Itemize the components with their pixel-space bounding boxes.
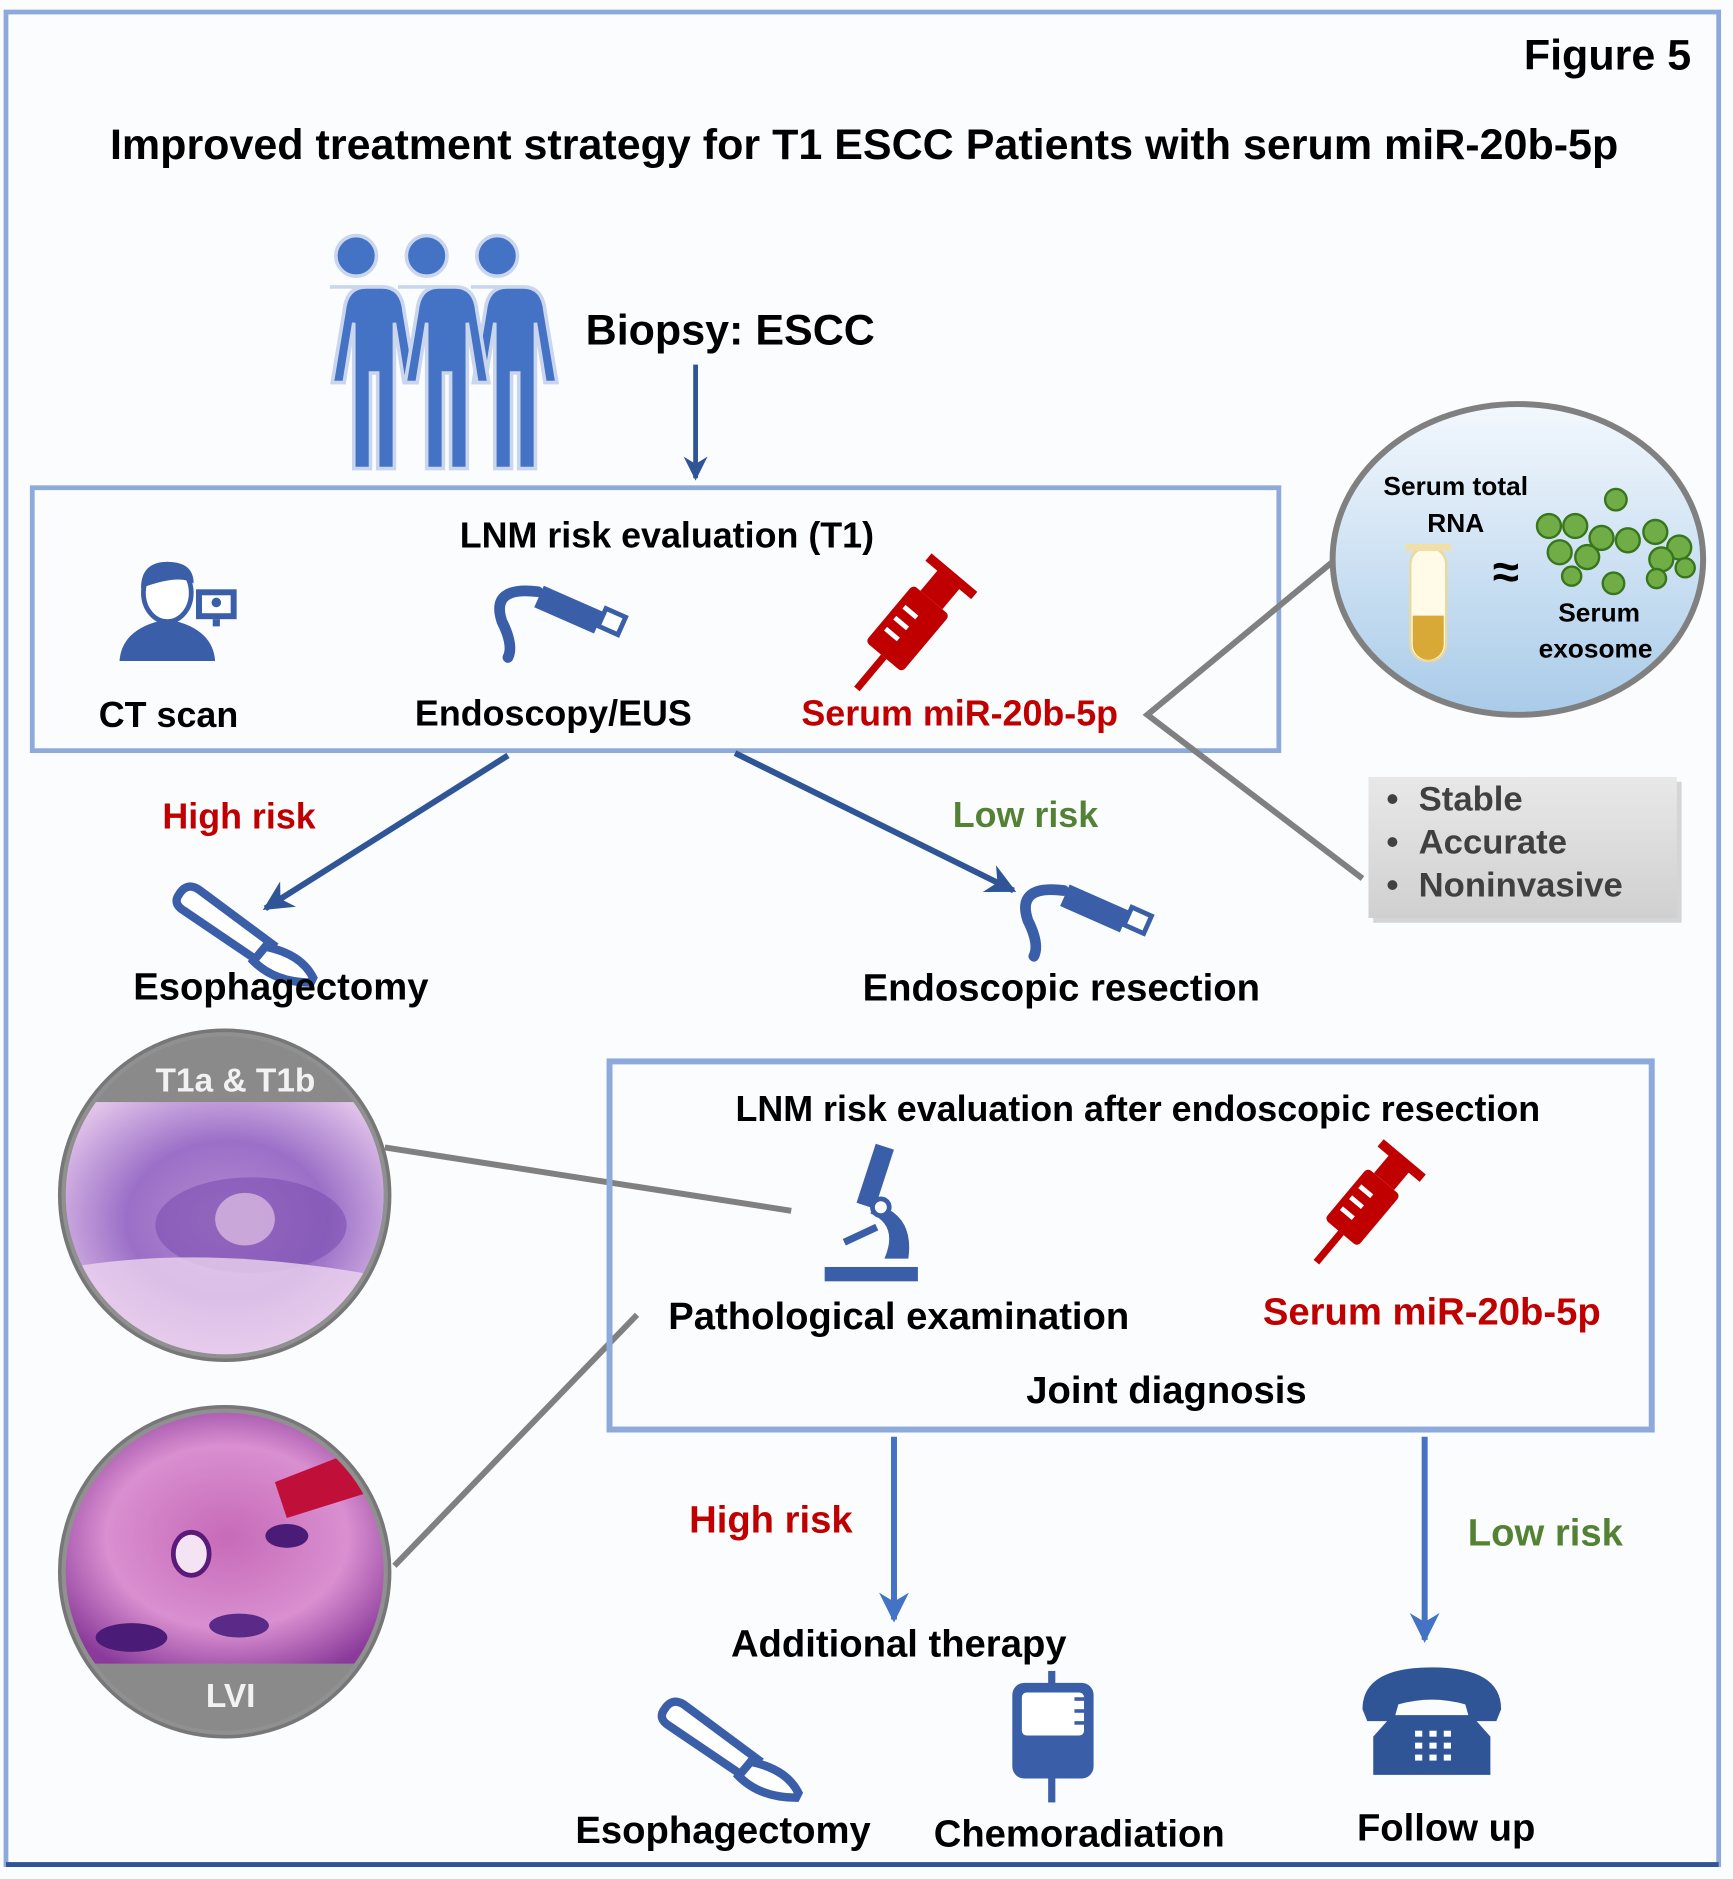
endoscopic-resection-label: Endoscopic resection bbox=[863, 966, 1260, 1009]
serum-label: Serum bbox=[1558, 598, 1640, 628]
arrow-high-risk-1 bbox=[262, 752, 510, 911]
advantage-item: Stable bbox=[1419, 780, 1523, 818]
approx-symbol: ≈ bbox=[1493, 546, 1519, 599]
callout-line-lvi bbox=[392, 1312, 640, 1568]
bullet: • bbox=[1386, 823, 1398, 861]
scalpel-icon-2 bbox=[657, 1697, 804, 1802]
follow-up-label: Follow up bbox=[1357, 1807, 1535, 1850]
test-tube-icon bbox=[1405, 543, 1451, 663]
advantages-list: • Stable • Accurate • Noninvasive bbox=[1386, 780, 1622, 904]
lvi-label: LVI bbox=[206, 1678, 256, 1715]
figure-title: Improved treatment strategy for T1 ESCC … bbox=[110, 121, 1618, 169]
low-risk-label-2: Low risk bbox=[1468, 1511, 1624, 1554]
lnm-t1-box bbox=[29, 485, 1282, 754]
endoscope-icon-2 bbox=[1020, 884, 1155, 962]
t1-label: T1a & T1b bbox=[156, 1062, 316, 1099]
lnm-t1-title: LNM risk evaluation (T1) bbox=[460, 515, 874, 555]
ct-scan-label: CT scan bbox=[99, 695, 238, 735]
microscope-icon bbox=[824, 1143, 918, 1282]
ct-scan-icon bbox=[119, 561, 237, 662]
rna-label: RNA bbox=[1427, 508, 1484, 538]
biopsy-label: Biopsy: ESCC bbox=[586, 306, 875, 354]
lnm-after-er-title: LNM risk evaluation after endoscopic res… bbox=[735, 1089, 1540, 1129]
syringe-icon-2 bbox=[1313, 1139, 1426, 1265]
exosome-cluster-icon bbox=[1535, 487, 1696, 596]
telephone-icon bbox=[1362, 1667, 1502, 1775]
high-risk-label-1: High risk bbox=[162, 796, 315, 836]
exosome-label: exosome bbox=[1539, 633, 1653, 663]
serum-mir-label: Serum miR-20b-5p bbox=[801, 694, 1118, 734]
esophagectomy-label-1: Esophagectomy bbox=[133, 965, 429, 1008]
callout-line-t1 bbox=[384, 1144, 792, 1214]
additional-therapy-label: Additional therapy bbox=[731, 1623, 1067, 1666]
serum-mir-label-2: Serum miR-20b-5p bbox=[1263, 1290, 1601, 1333]
patients-icon bbox=[329, 233, 560, 471]
endoscope-icon bbox=[494, 585, 629, 663]
syringe-icon bbox=[854, 553, 978, 692]
high-risk-label-2: High risk bbox=[689, 1498, 853, 1541]
histology-lvi-image: LVI bbox=[57, 1405, 392, 1739]
low-risk-label-1: Low risk bbox=[953, 795, 1098, 835]
arrow-low-risk-1 bbox=[733, 750, 1017, 894]
bullet: • bbox=[1386, 780, 1398, 818]
scalpel-icon bbox=[172, 882, 318, 987]
callout-lines bbox=[1142, 559, 1365, 881]
pathological-exam-label: Pathological examination bbox=[668, 1295, 1129, 1338]
lnm-after-er-box bbox=[606, 1058, 1655, 1433]
joint-diagnosis-label: Joint diagnosis bbox=[1026, 1369, 1306, 1412]
iv-bag-icon bbox=[1012, 1670, 1094, 1803]
bullet: • bbox=[1386, 866, 1398, 904]
endoscopy-label: Endoscopy/EUS bbox=[415, 694, 692, 734]
figure-label: Figure 5 bbox=[1524, 31, 1691, 79]
advantage-item: Noninvasive bbox=[1419, 866, 1623, 904]
advantage-item: Accurate bbox=[1419, 823, 1567, 861]
advantages-box bbox=[1368, 776, 1677, 918]
serum-total-label: Serum total bbox=[1383, 471, 1528, 501]
esophagectomy-label-2: Esophagectomy bbox=[575, 1809, 871, 1852]
chemoradiation-label: Chemoradiation bbox=[934, 1813, 1225, 1856]
